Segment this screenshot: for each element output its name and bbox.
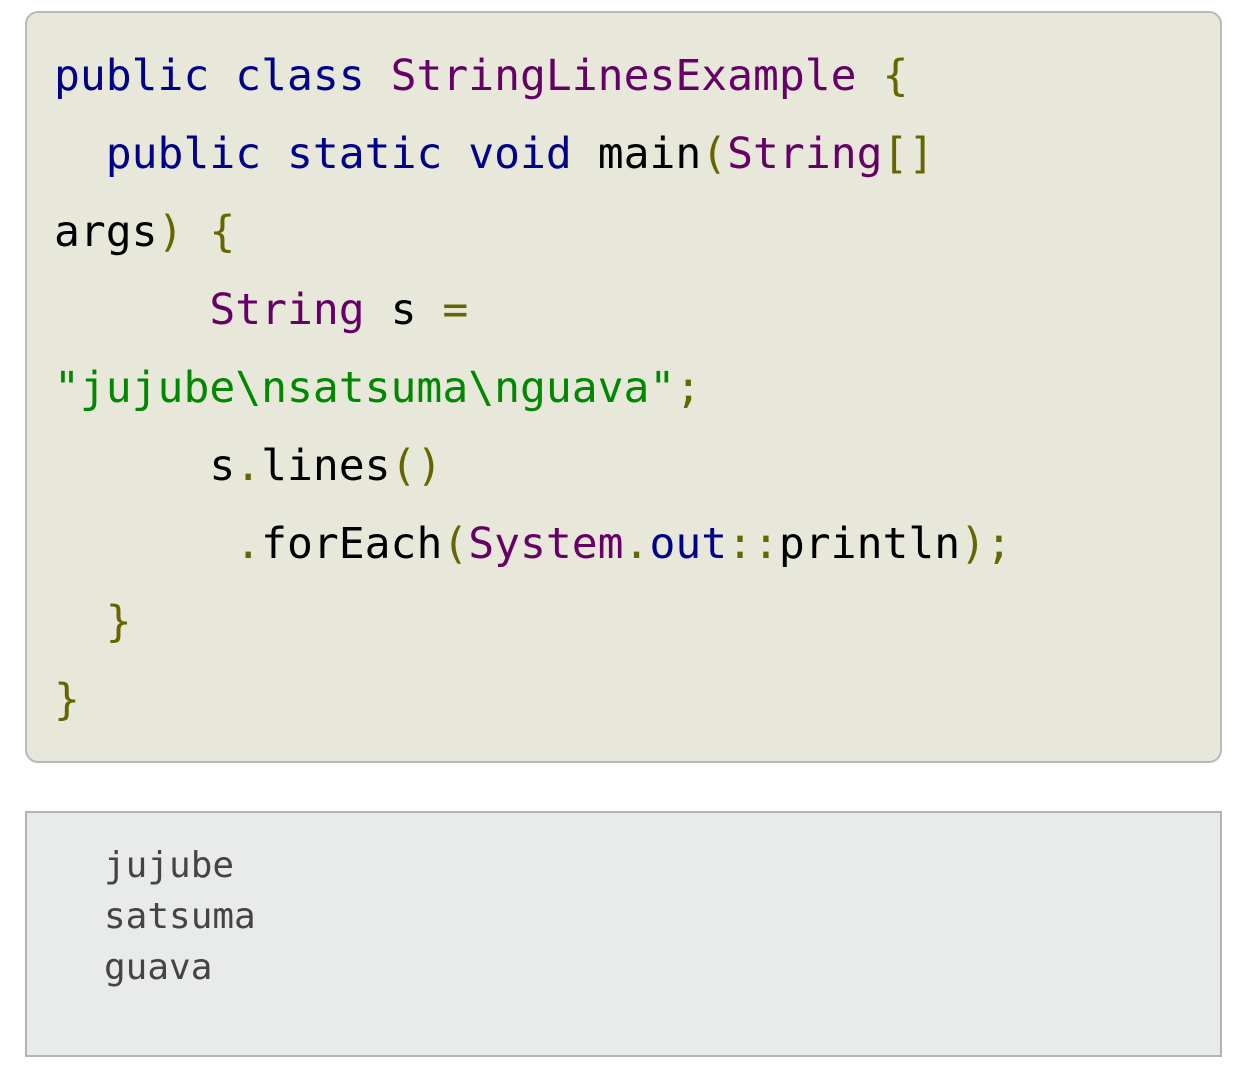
code-token: . [235,441,262,491]
code-token: () [390,441,443,491]
code-token: lines [261,441,391,491]
code-token: ( [701,129,728,179]
code-token: static [287,129,443,179]
code-token: void [468,129,572,179]
code-example-block: public class StringLinesExample { public… [25,11,1222,763]
code-token [54,519,235,569]
code-line: "jujube\nsatsuma\nguava"; [54,349,701,427]
code-token [54,129,106,179]
code-token: s [364,285,443,335]
code-line: args) { [54,193,235,271]
program-output-block: jujube satsuma guava [25,811,1222,1057]
code-token: public [54,51,210,101]
code-token [261,129,287,179]
code-token [183,207,209,257]
output-line: jujube [104,845,235,886]
code-token: System [468,519,624,569]
code-token: forEach [261,519,443,569]
code-token: StringLinesExample [390,51,857,101]
code-token: s [54,441,236,491]
code-line: String s = [54,271,468,349]
code-token: ); [960,519,1012,569]
code-line: public static void main(String[] [54,115,935,193]
code-token: { [209,207,236,257]
code-line: s.lines() [54,427,442,505]
code-token: "jujube\nsatsuma\nguava" [54,363,676,413]
code-token: ( [442,519,469,569]
code-token [442,129,468,179]
code-token: = [442,285,469,335]
code-token: class [235,51,365,101]
code-token: { [882,51,909,101]
code-token: args [54,207,158,257]
code-token: main [571,129,702,179]
code-token: String [209,285,365,335]
code-token: [] [882,129,935,179]
output-line: satsuma [104,896,256,937]
code-token: . [235,519,262,569]
code-token: public [105,129,262,179]
code-line: public class StringLinesExample { [54,37,908,115]
code-token: } [105,597,132,647]
code-line: } [54,583,132,661]
code-token [857,51,883,101]
code-token: out [649,519,728,569]
code-token: ; [675,363,702,413]
code-token: String [727,129,883,179]
output-line: guava [104,947,213,988]
code-token [209,51,235,101]
code-line: } [54,661,80,739]
code-line: .forEach(System.out::println); [54,505,1012,583]
code-token: ) [157,207,184,257]
code-token: :: [727,519,779,569]
code-token [54,597,106,647]
code-token [54,285,209,335]
code-token [365,51,391,101]
code-token: println [778,519,961,569]
code-token: . [623,519,650,569]
code-token: } [54,675,80,725]
